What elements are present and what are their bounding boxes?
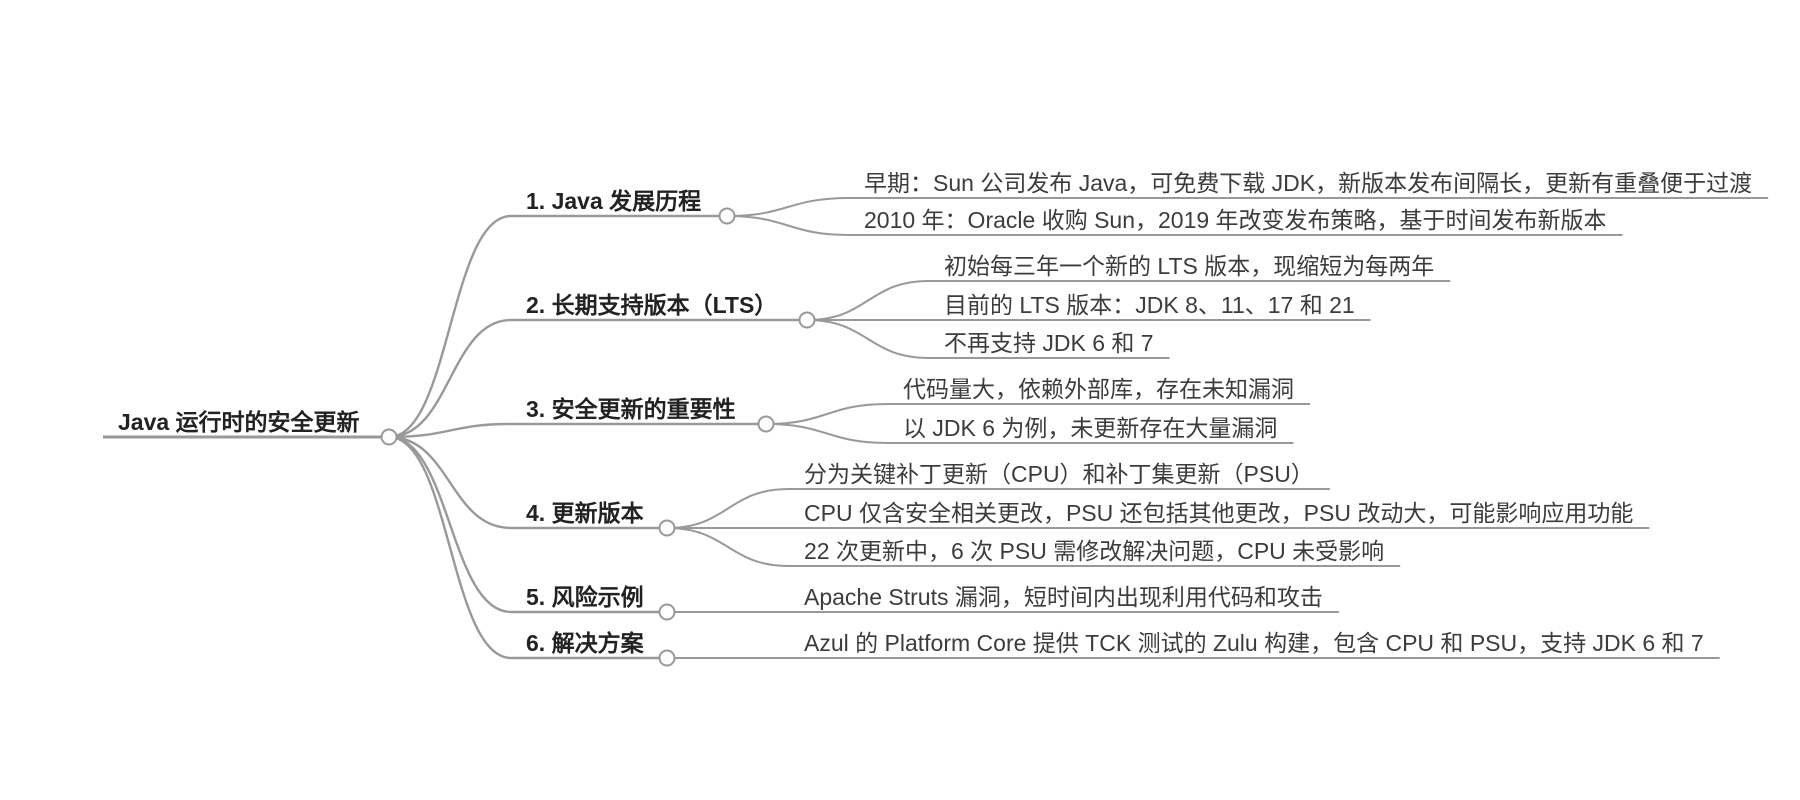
leaf-label: Apache Struts 漏洞，短时间内出现利用代码和攻击 xyxy=(804,584,1323,610)
leaf-label: 初始每三年一个新的 LTS 版本，现缩短为每两年 xyxy=(944,253,1434,279)
leaf-label: 2010 年：Oracle 收购 Sun，2019 年改变发布策略，基于时间发布… xyxy=(864,207,1607,233)
branch-2-node: 2. 长期支持版本（LTS） xyxy=(511,292,816,329)
root-node: Java 运行时的安全更新 xyxy=(103,409,398,446)
branch-4-leaf-3: 22 次更新中，6 次 PSU 需修改解决问题，CPU 未受影响 xyxy=(789,538,1401,567)
branch-4-label: 4. 更新版本 xyxy=(526,500,644,526)
branch-1-leaf-1: 早期：Sun 公司发布 Java，可免费下载 JDK，新版本发布间隔长，更新有重… xyxy=(849,170,1769,199)
leaf-label: Azul 的 Platform Core 提供 TCK 测试的 Zulu 构建，… xyxy=(804,630,1704,656)
branch-3-leaf-1: 代码量大，依赖外部库，存在未知漏洞 xyxy=(888,376,1310,405)
leaf-label: 分为关键补丁更新（CPU）和补丁集更新（PSU） xyxy=(804,461,1314,487)
branch-3-node: 3. 安全更新的重要性 xyxy=(511,396,775,433)
leaf-label: 不再支持 JDK 6 和 7 xyxy=(944,330,1154,356)
leaf-label: 22 次更新中，6 次 PSU 需修改解决问题，CPU 未受影响 xyxy=(804,538,1384,564)
branch-2-leaf-3: 不再支持 JDK 6 和 7 xyxy=(929,330,1170,359)
link-root-to-branch-5 xyxy=(388,435,512,614)
branch-2-leaf-2: 目前的 LTS 版本：JDK 8、11、17 和 21 xyxy=(929,292,1371,321)
leaf-label: 目前的 LTS 版本：JDK 8、11、17 和 21 xyxy=(944,292,1355,318)
link-branch-2-to-leaf-3 xyxy=(806,319,930,359)
branch-5-node: 5. 风险示例 xyxy=(511,584,676,621)
link-root-to-branch-1 xyxy=(388,214,512,439)
link-branch-2-to-leaf-1 xyxy=(806,280,930,321)
link-branch-3-to-leaf-1 xyxy=(765,403,889,425)
links-layer xyxy=(388,197,930,660)
branch-6-collapse-toggle[interactable] xyxy=(658,649,676,667)
branch-6-label: 6. 解决方案 xyxy=(526,630,645,656)
branch-2-label: 2. 长期支持版本（LTS） xyxy=(526,292,777,318)
link-branch-3-to-leaf-2 xyxy=(765,423,889,444)
branch-2-collapse-toggle[interactable] xyxy=(798,311,816,329)
link-branch-1-to-leaf-1 xyxy=(726,197,850,217)
branch-2-leaf-1: 初始每三年一个新的 LTS 版本，现缩短为每两年 xyxy=(929,253,1451,282)
branch-3-collapse-toggle[interactable] xyxy=(757,415,775,433)
root-collapse-toggle[interactable] xyxy=(380,428,398,446)
branch-5-collapse-toggle[interactable] xyxy=(658,603,676,621)
link-branch-4-to-leaf-1 xyxy=(666,488,790,529)
branch-1-collapse-toggle[interactable] xyxy=(718,207,736,225)
leaf-label: 早期：Sun 公司发布 Java，可免费下载 JDK，新版本发布间隔长，更新有重… xyxy=(864,170,1752,196)
link-branch-4-to-leaf-3 xyxy=(666,527,790,567)
root-label: Java 运行时的安全更新 xyxy=(118,409,360,435)
branch-4-leaf-1: 分为关键补丁更新（CPU）和补丁集更新（PSU） xyxy=(789,461,1330,490)
branch-3-label: 3. 安全更新的重要性 xyxy=(526,396,736,422)
leaf-label: 代码量大，依赖外部库，存在未知漏洞 xyxy=(903,376,1294,402)
branch-1-leaf-2: 2010 年：Oracle 收购 Sun，2019 年改变发布策略，基于时间发布… xyxy=(849,207,1623,236)
link-branch-1-to-leaf-2 xyxy=(726,215,850,236)
branch-4-leaf-2: CPU 仅含安全相关更改，PSU 还包括其他更改，PSU 改动大，可能影响应用功… xyxy=(789,500,1650,529)
branch-5-leaf-1: Apache Struts 漏洞，短时间内出现利用代码和攻击 xyxy=(789,584,1339,613)
branch-1-label: 1. Java 发展历程 xyxy=(526,188,701,214)
nodes-layer: Java 运行时的安全更新 1. Java 发展历程 早期：Sun 公司发布 J… xyxy=(103,170,1769,667)
leaf-label: 以 JDK 6 为例，未更新存在大量漏洞 xyxy=(903,415,1277,441)
branch-6-node: 6. 解决方案 xyxy=(511,630,676,667)
branch-1-node: 1. Java 发展历程 xyxy=(511,188,736,225)
branch-6-leaf-1: Azul 的 Platform Core 提供 TCK 测试的 Zulu 构建，… xyxy=(789,630,1720,659)
link-root-to-branch-6 xyxy=(388,435,512,660)
link-root-to-branch-4 xyxy=(388,435,512,530)
link-root-to-branch-2 xyxy=(388,318,512,439)
branch-5-label: 5. 风险示例 xyxy=(526,584,644,610)
leaf-label: CPU 仅含安全相关更改，PSU 还包括其他更改，PSU 改动大，可能影响应用功… xyxy=(804,500,1633,526)
branch-3-leaf-2: 以 JDK 6 为例，未更新存在大量漏洞 xyxy=(888,415,1294,444)
branch-4-collapse-toggle[interactable] xyxy=(658,519,676,537)
branch-4-node: 4. 更新版本 xyxy=(511,500,676,537)
link-root-to-branch-3 xyxy=(388,422,512,439)
